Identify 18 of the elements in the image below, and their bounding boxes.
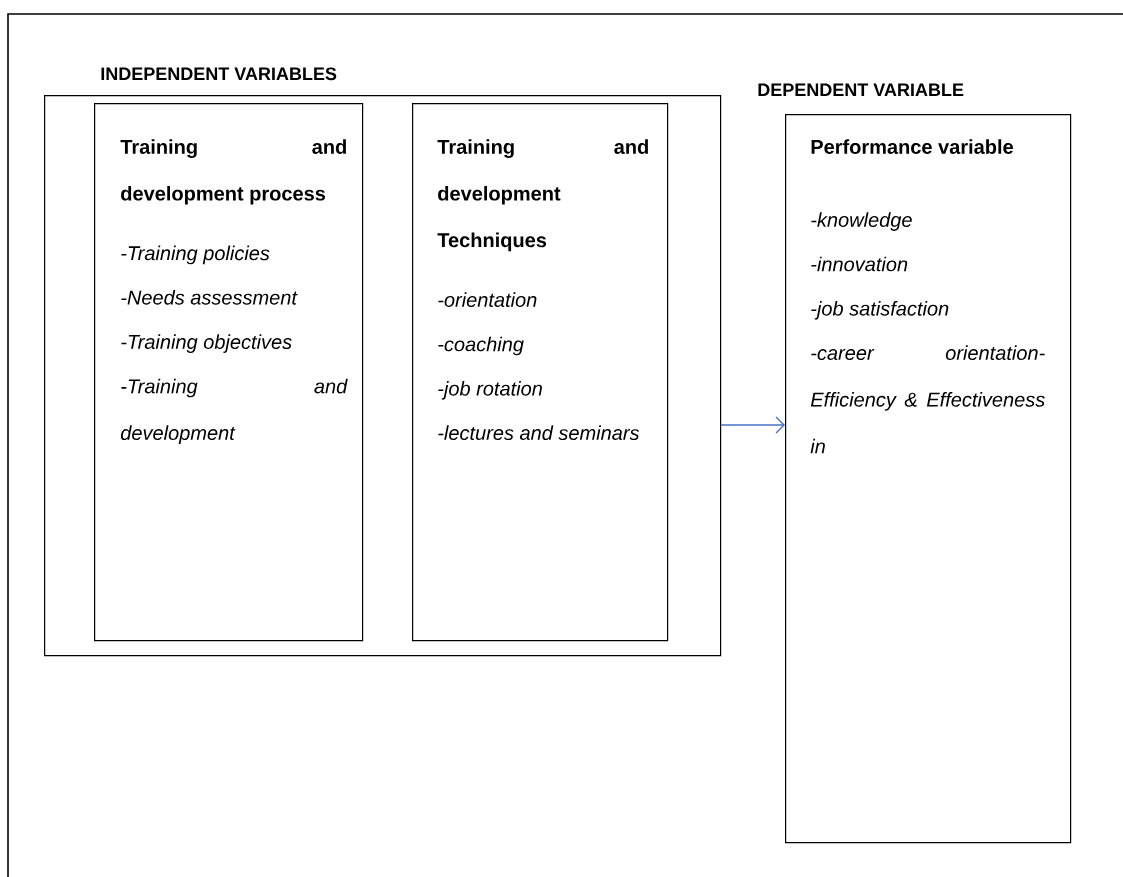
list-item: -lectures and seminars: [438, 425, 640, 441]
list-item: -job rotation: [438, 381, 542, 400]
list-item: -innovation: [811, 256, 908, 272]
list-item: -career orientation-Efficiency & Effectiveness in: [810, 345, 1045, 454]
box-heading: DEPENDENT VARIABLE: [758, 83, 964, 96]
list-item: -orientation: [438, 292, 537, 307]
list-item: -Training objectives: [121, 334, 292, 353]
list-item: -Training policies: [121, 245, 270, 265]
list-item: -knowledge: [811, 212, 912, 231]
arrow: [720, 416, 785, 434]
list-item: -coaching: [438, 336, 524, 356]
box-title: Performance variable: [811, 139, 1013, 154]
box-title: Training and development process: [120, 139, 346, 205]
list-item: -Needs assessment: [121, 290, 298, 305]
list-item: -job satisfaction: [811, 301, 949, 320]
box-title: Training and development Techniques: [437, 139, 648, 252]
list-item: -Training and development: [120, 378, 348, 444]
box-heading: INDEPENDENT VARIABLES: [101, 67, 337, 81]
